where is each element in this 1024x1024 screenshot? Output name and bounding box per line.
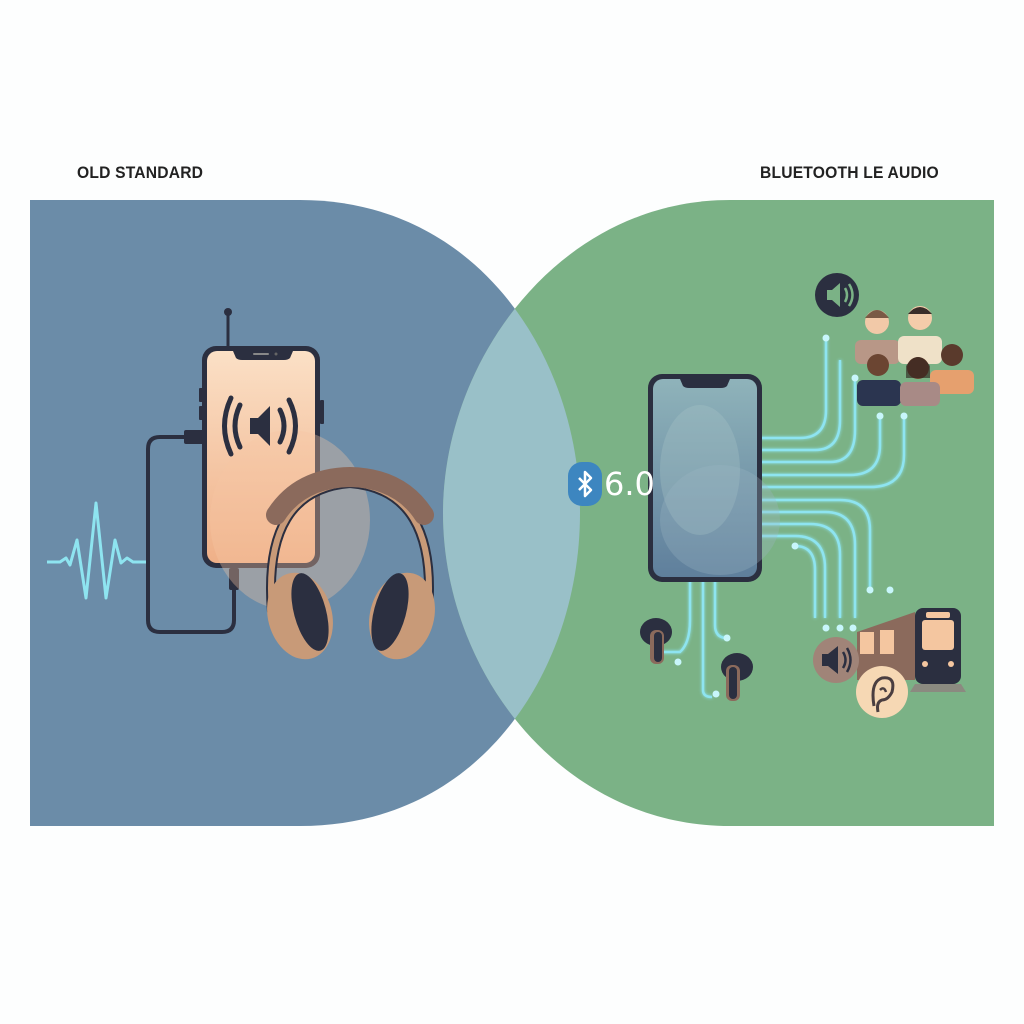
broadcast-speaker-icon (815, 273, 859, 317)
waveform-icon (47, 501, 147, 600)
speaker-sound-icon (222, 395, 298, 457)
wireless-earbuds (640, 618, 753, 701)
le-audio-phone (648, 374, 780, 582)
bluetooth-icon (568, 462, 602, 506)
old-standard-title: OLD STANDARD (77, 163, 204, 182)
hearing-aid-ear-icon (856, 666, 908, 718)
train-icon (857, 608, 966, 692)
bluetooth-version-badge: 6.0 (568, 462, 655, 506)
broadcast-signal-lines (660, 338, 906, 699)
public-speaker-icon (813, 637, 859, 683)
over-ear-headphones (266, 466, 435, 660)
group-of-people (855, 306, 974, 406)
audio-cable (146, 435, 236, 634)
le-audio-title: BLUETOOTH LE AUDIO (760, 163, 939, 182)
bluetooth-version-text: 6.0 (604, 465, 655, 503)
